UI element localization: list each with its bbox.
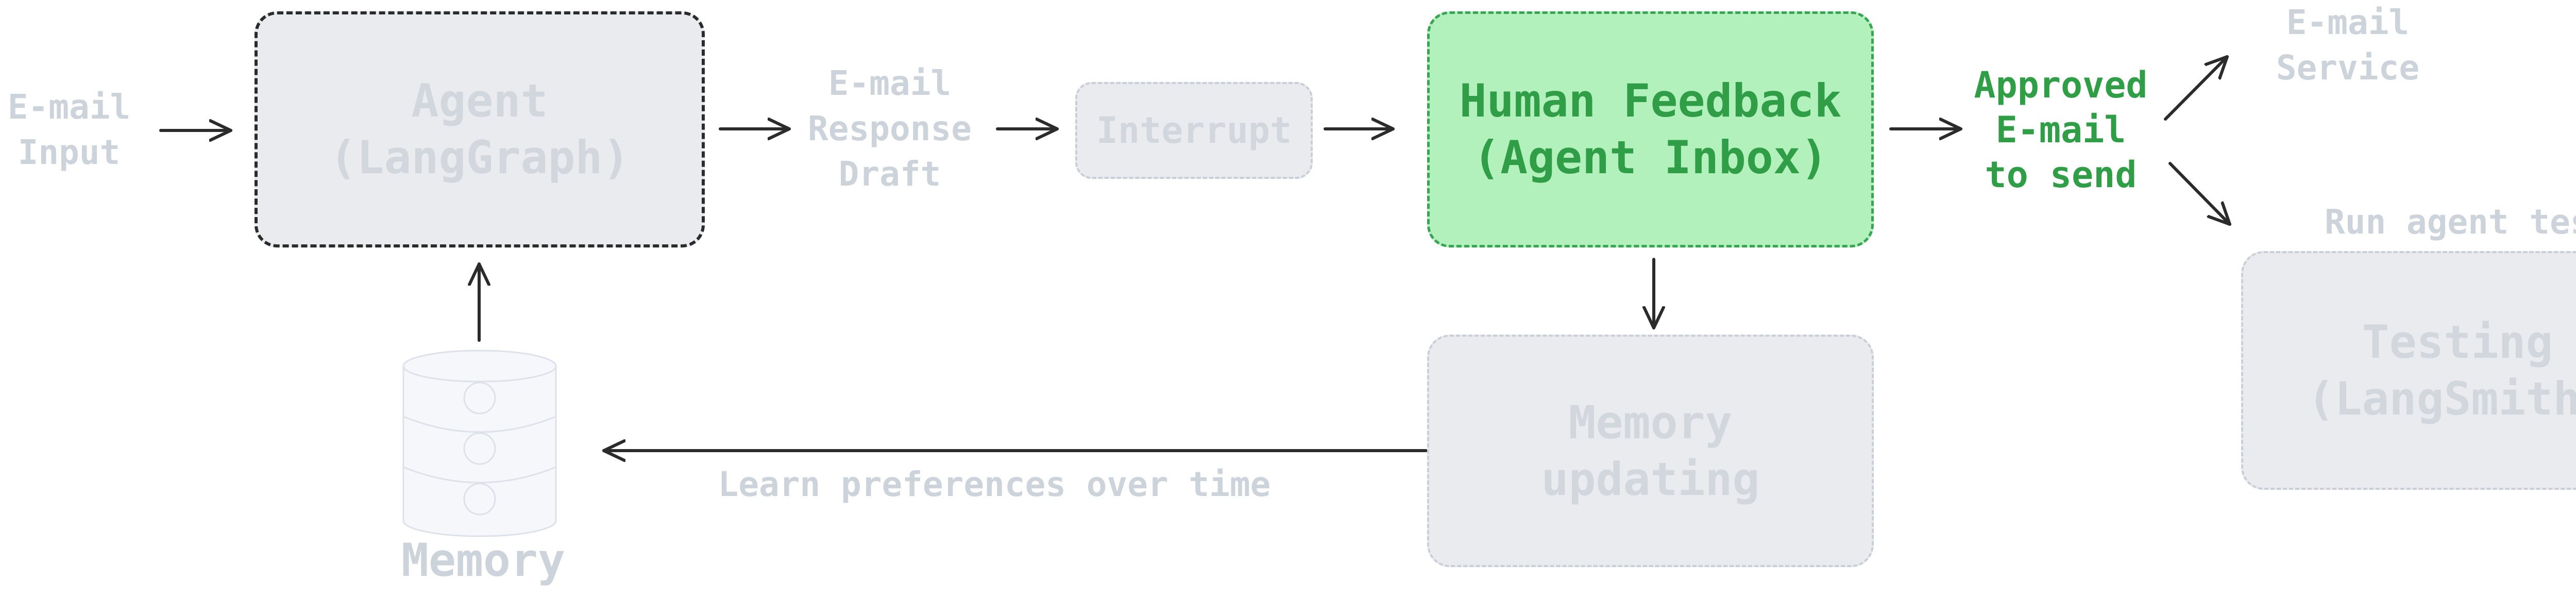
agent-langgraph-node: Agent (LangGraph) xyxy=(255,11,705,247)
email-response-draft-label: E-mail Response Draft xyxy=(808,63,972,194)
testing-langsmith-node: Testing (LangSmith) xyxy=(2241,251,2576,490)
approved-email-label: Approved E-mail to send xyxy=(1974,64,2148,196)
email-input-label: E-mail Input xyxy=(7,87,131,172)
learn-preferences-label: Learn preferences over time xyxy=(718,465,1271,504)
human-feedback-node-label: Human Feedback (Agent Inbox) xyxy=(1459,74,1842,184)
interrupt-node: Interrupt xyxy=(1075,82,1313,179)
interrupt-node-label: Interrupt xyxy=(1096,109,1292,152)
run-agent-tests-label: Run agent tests xyxy=(2324,202,2576,242)
arrow-approved-email-to-email-service xyxy=(2164,55,2229,121)
memory-updating-node-label: Memory updating xyxy=(1541,395,1760,506)
memory-label: Memory xyxy=(401,534,565,587)
memory-updating-node: Memory updating xyxy=(1427,335,1874,567)
human-feedback-agent-inbox-node: Human Feedback (Agent Inbox) xyxy=(1427,11,1874,247)
arrow-approved-email-to-testing xyxy=(2168,162,2231,226)
testing-langsmith-node-label: Testing (LangSmith) xyxy=(2307,315,2576,425)
agent-langgraph-node-label: Agent (LangGraph) xyxy=(329,74,630,184)
email-service-label: E-mail Service xyxy=(2276,3,2420,88)
database-cylinder-icon xyxy=(402,350,557,537)
